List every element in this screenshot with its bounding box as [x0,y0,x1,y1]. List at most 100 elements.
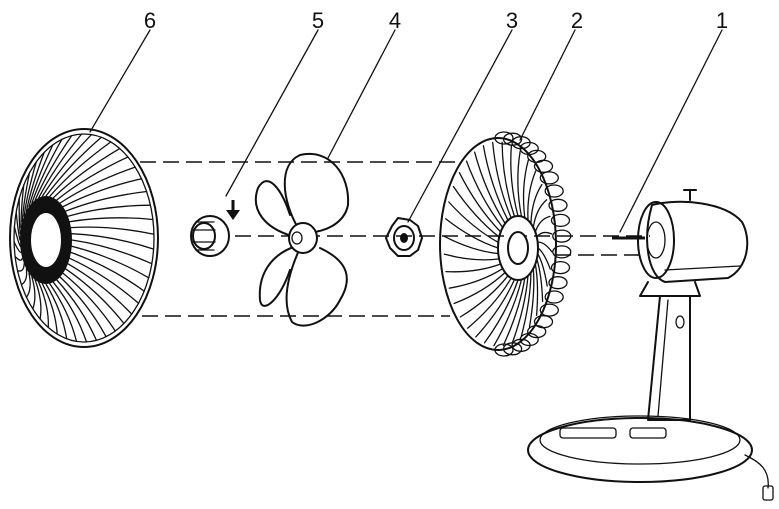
guard-wire [475,278,516,338]
guard-rib [550,213,571,228]
fan-blade-icon [254,152,350,327]
motor-head-icon [527,189,774,501]
guard-wire [517,150,523,218]
guard-wire [453,271,506,305]
guard-wire [45,136,102,197]
callout-6: 6 [144,8,156,33]
guard-wire [534,263,539,316]
guard-wire [530,183,543,225]
guard-wire [443,253,500,261]
callout-3: 3 [506,8,518,33]
spinner-cap-icon [190,200,240,257]
guard-wire [71,239,153,265]
guard-wire [466,277,512,329]
rear-guard-icon [439,131,572,357]
guard-rib [533,159,554,173]
guard-wire [473,151,506,225]
guard-wire [465,160,504,229]
guard-wire [445,218,499,249]
guard-wire [64,268,125,325]
guard-rib [552,229,572,243]
guard-wire [34,279,42,320]
guard-wire [67,204,152,217]
guard-wire [38,281,49,329]
guard-wire [537,247,551,270]
guard-wire [482,145,509,221]
guard-wire [28,144,54,208]
guard-wire [69,257,140,304]
guard-wire [501,141,516,218]
guard-wire [510,144,519,217]
guard-rib [544,184,564,198]
guard-wire [492,141,512,219]
guard-wire [31,276,36,310]
guard-wire [71,233,155,250]
callout-5: 5 [312,8,324,33]
front-guard-icon [9,128,159,348]
guard-wire [59,276,107,338]
guard-rib [550,260,571,275]
guard-wire [62,272,116,332]
guard-rib [552,245,572,259]
guard-wire [31,138,63,204]
leader-lines [89,29,723,233]
guard-wire [56,279,98,341]
guard-wire [483,279,519,344]
guard-wire [452,185,500,238]
guard-wire [520,271,532,337]
guard-wire [41,133,93,198]
guard-wire [67,263,133,315]
guard-wire [511,275,529,343]
guard-wire [537,241,553,253]
guard-wire [458,172,502,233]
guard-wire [69,217,154,223]
guard-wire [13,241,22,254]
guard-wire [25,272,31,298]
guard-wire [71,245,150,279]
guard-wire [13,226,21,247]
guard-wire [14,255,23,261]
guard-wire [34,135,73,201]
guard-wire [536,258,544,303]
guard-wire [23,161,37,217]
guard-wire [56,156,129,201]
callout-2: 2 [571,8,583,33]
mounting-nut-icon [385,217,423,257]
guard-rib [539,303,559,317]
guard-wire [528,267,535,328]
guard-wire [536,231,553,238]
guard-rib [539,171,559,185]
guard-wire [448,267,504,289]
guard-rib [527,324,547,339]
guard-wire [25,151,45,212]
guard-wire [16,263,25,272]
guard-wire [41,282,58,335]
guard-wire [459,275,509,318]
guard-wire [20,184,25,229]
guard-wire [49,141,112,198]
guard-wire [52,147,121,199]
guard-wire [64,190,148,212]
guard-wire [537,252,548,287]
guard-wire [15,211,21,241]
guard-wire [52,281,88,343]
guard-wire [527,170,537,221]
guard-wire [21,172,31,223]
guard-wire [522,159,530,219]
guard-wire [62,178,143,208]
guard-wire [49,282,78,343]
guard-wire [20,268,28,286]
guard-wire [445,263,502,273]
guard-wire [70,251,145,292]
callout-1: 1 [716,8,728,33]
guard-rib [548,198,568,212]
callout-4: 4 [389,8,401,33]
guard-wire [45,283,68,340]
guard-wire [38,133,83,199]
guard-wire [532,199,548,229]
guard-wire [443,235,499,255]
guard-wire [493,278,523,347]
guard-rib [544,290,564,304]
guard-wire [534,215,551,233]
